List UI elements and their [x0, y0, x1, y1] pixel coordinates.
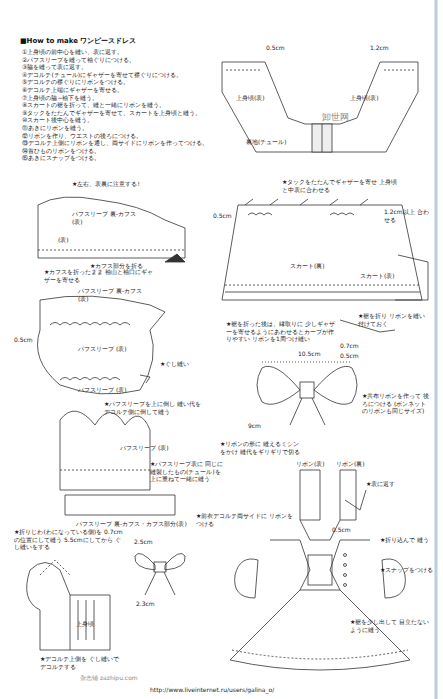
- note-label: ★裾を折り リボンを縫い付けておく: [358, 312, 428, 327]
- instruction-step: ②パフスリーブを縫って袖ぐりにつける。: [22, 56, 135, 64]
- instruction-step: ⑥デコルテ上端にギャザーを寄せる。: [22, 86, 123, 94]
- note-label: 上身頃(表): [350, 94, 379, 102]
- note-label: 上身頃: [76, 620, 94, 628]
- note-label: リボン(表): [296, 460, 325, 468]
- note-label: ★スナップをつける: [380, 566, 433, 574]
- note-label: ★裾を少し出して 目立たないように縫う: [350, 618, 430, 633]
- note-label: 0.5cm: [266, 44, 285, 52]
- note-label: 裏地(チュール): [246, 138, 287, 146]
- instruction-step: ⑮あきにスナップをつける。: [22, 154, 100, 162]
- instruction-step: ⑫リボンを作り、ウエストの後ろにつける。: [22, 132, 142, 140]
- note-label: 0.5cm: [332, 526, 351, 534]
- note-label: 0.5cm: [213, 212, 232, 220]
- note-label: パフスリーブ (表): [78, 386, 127, 394]
- instruction-step: ①上身頃の前中心を縫い、表に返す。: [22, 48, 123, 56]
- note-label: 上身頃(表): [236, 94, 265, 102]
- note-label: ★前衣デコルテ両サイドに リボンをつける: [196, 512, 296, 527]
- note-label: ★表に返す: [366, 480, 395, 488]
- note-label: パフスリーブ 裏-カフス(表): [72, 210, 142, 225]
- note-label: ★リボンの形に 縫えるミシンをかけ 縫代をギリギリで切る: [220, 440, 300, 455]
- instruction-step: ⑪あきにリボンを縫う。: [22, 124, 88, 132]
- note-label: http://www.liveinternet.ru/users/galina_…: [150, 686, 274, 694]
- note-label: リボン(裏): [336, 460, 365, 468]
- instruction-step: ⑤デコルテの襟ぐりにリボンをつける。: [22, 78, 129, 86]
- instruction-step: ④デコルテ(チュール)にギャザーを寄せて襟ぐりにつける。: [22, 71, 182, 79]
- instruction-step: ⑬デコルテ上側にリボンを通し、両サイドにリボンを作ってつける。: [22, 139, 208, 147]
- note-label: 0.5cm: [14, 336, 33, 344]
- note-label: パフスリーブ (表): [120, 444, 169, 452]
- note-label: パフスリーブ 裏-カフス・カフス部分(表): [76, 520, 187, 528]
- note-label: ★折りじわ(わになっている側)を 0.7cmの位置にして縫う 5.5cmにしてか…: [14, 528, 124, 551]
- note-label: ★カフスを折ったまま 袖山と袖口にギャザーを寄せる: [44, 268, 154, 283]
- note-label: 2.3cm: [136, 600, 155, 608]
- instruction-step: ⑦上身頃の脇~袖下を縫う。: [22, 94, 98, 102]
- note-label: ★裾を折った後は、縁取りに 少しギャザーを寄せるようにあわせるとカーブが作りやす…: [226, 320, 336, 343]
- note-label: ★ぐし縫い: [160, 360, 189, 368]
- note-label: スカート(裏): [290, 262, 325, 270]
- note-label: 0.7cm: [340, 342, 359, 350]
- note-label: 1.2cm: [370, 44, 389, 52]
- note-label: ★パフスリーブを上に倒し 縫い代をデコルテ側に倒して縫う: [104, 400, 204, 415]
- instruction-step: ⑨タックをたたんでギャザーを寄せて、スカートを上身頃と縫う。: [22, 109, 201, 117]
- instruction-step: ⑭首ひものリボンをつける。: [22, 147, 100, 155]
- instruction-step: ⑩スカート後中心を縫う。: [22, 116, 93, 124]
- note-label: ★デコルテ上側を ぐし縫いで デコルテする: [40, 655, 120, 670]
- note-label: ★タックをたたんでギャザーを寄せ 上身頃と中表に合わせる: [282, 178, 402, 193]
- note-label: パフスリーブ (表): [78, 345, 127, 353]
- instruction-step: ⑧スカートの裾を折って、縫と一緒にリボンを縫う。: [22, 101, 165, 109]
- note-label: 9cm: [248, 422, 261, 430]
- note-label: 0.5cm: [340, 352, 359, 360]
- note-label: 杂志铺 zazhipu.com: [80, 674, 138, 682]
- note-label: 卸世网: [322, 112, 349, 123]
- note-label: 2.5cm: [134, 538, 153, 546]
- note-label: ★共布リボンを作って 後ろにつける (ボンネットのリボンも同じサイズ): [362, 392, 432, 415]
- page-title: ■How to make ワンピースドレス: [20, 36, 136, 46]
- note-label: パフスリーブ 裏-カフス(表): [78, 287, 148, 302]
- note-label: ★折り込んで 縫う: [380, 536, 429, 544]
- note-label: (表): [58, 236, 69, 244]
- note-label: ★左右、表裏に注意する!: [72, 180, 140, 188]
- note-label: ★パフスリーブ表に 同じに縫製したもの(チュール)を 上に重ねて一緒に縫う: [150, 460, 225, 483]
- note-label: 10.5cm: [298, 350, 321, 358]
- instruction-step: ③脇を縫って表に返す。: [22, 63, 87, 71]
- note-label: スカート(表): [360, 272, 395, 280]
- note-label: 1.2cm以上 合わせる: [384, 208, 434, 223]
